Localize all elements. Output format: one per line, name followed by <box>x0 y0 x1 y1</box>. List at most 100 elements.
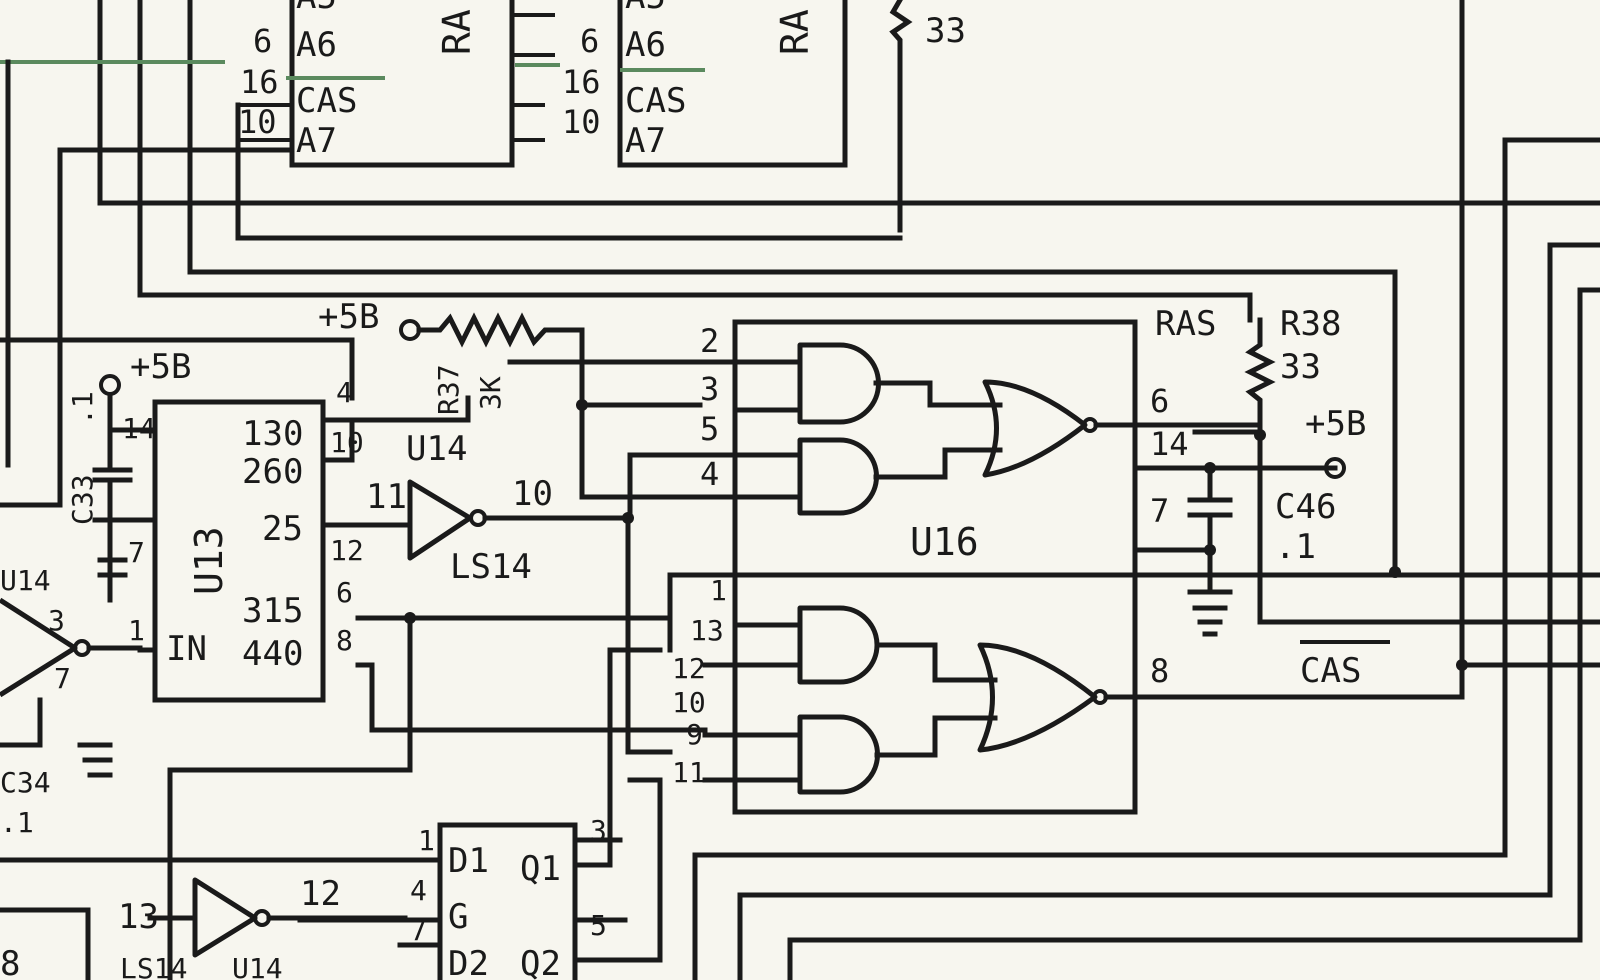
ram-left-num-10: 10 <box>238 103 277 141</box>
u13-pin-12: 12 <box>330 534 364 567</box>
u16-pin-9: 9 <box>686 718 703 751</box>
top-resistor-value: 33 <box>925 11 966 51</box>
u16-pin-1: 1 <box>710 574 727 607</box>
c46-supply-label: +5B <box>1305 404 1366 444</box>
u13-supply-terminal <box>99 374 121 396</box>
latch-pin-3: 3 <box>590 814 607 847</box>
u14-bottom-name: U14 <box>232 952 283 980</box>
u14-top-pin-in: 11 <box>366 477 407 517</box>
bottom-left-fragment: 8 <box>0 907 91 980</box>
latch-q1: Q1 <box>520 849 561 889</box>
u13-chip: U13 130 260 25 315 440 IN 14 7 1 4 10 12… <box>99 347 471 703</box>
latch-pin-5: 5 <box>590 909 607 942</box>
u13-pin-6: 6 <box>336 576 353 609</box>
cas-net-label: CAS <box>1300 651 1361 691</box>
u13-pin-4: 4 <box>336 376 353 409</box>
u14-left-name: U14 <box>0 564 51 597</box>
ram-chip-right: 6 16 10 A5 A6 CAS A7 RA <box>515 0 848 168</box>
u14-left-pin-3: 3 <box>48 604 65 637</box>
c46-name: C46 <box>1275 487 1336 527</box>
u16-pin-14: 14 <box>1150 425 1189 463</box>
r37-resistor: +5B R37 3K <box>318 297 743 500</box>
u16-pin-13: 13 <box>690 614 724 647</box>
ram-right-pin-cas: CAS <box>625 81 686 121</box>
bottom-left-num-8: 8 <box>0 944 20 980</box>
ram-left-pin-cas: CAS <box>296 81 357 121</box>
u16-name: U16 <box>910 520 979 564</box>
u13-pin-8: 8 <box>336 624 353 657</box>
ram-right-pin-a7: A7 <box>625 121 666 161</box>
u13-input-label: IN <box>166 629 207 669</box>
u16-pin-8: 8 <box>1150 652 1169 690</box>
r38-resistor: RAS R38 33 <box>1132 304 1600 625</box>
ram-right-num-16: 16 <box>562 63 601 101</box>
c34-name: C34 <box>0 766 51 799</box>
u16-signal-wiring <box>167 399 1600 980</box>
ram-right-chip-label: RA <box>773 9 817 55</box>
latch-chip: D1 Q1 G D2 Q2 1 4 7 3 5 <box>0 814 653 980</box>
u14-top-type: LS14 <box>450 547 532 587</box>
u13-out-260: 260 <box>242 452 303 492</box>
ram-right-num-6: 6 <box>580 22 599 60</box>
ram-left-num-16: 16 <box>240 63 279 101</box>
u16-pin-2: 2 <box>700 322 719 360</box>
latch-d2: D2 <box>448 944 489 980</box>
u16-pin-4: 4 <box>700 455 719 493</box>
ram-right-num-10: 10 <box>562 103 601 141</box>
c46-value: .1 <box>1275 527 1316 567</box>
u16-chip: U16 2 3 5 4 6 14 7 8 1 13 12 10 9 11 <box>627 319 1189 815</box>
c33-capacitor: C33 .1 <box>66 391 158 603</box>
u13-name: U13 <box>187 526 231 595</box>
u14-bottom-type: LS14 <box>120 952 187 980</box>
r38-value: 33 <box>1280 347 1321 387</box>
c46-capacitor: +5B C46 .1 <box>1132 404 1366 637</box>
u14-top-name: U14 <box>406 429 467 469</box>
u13-out-315: 315 <box>242 591 303 631</box>
u14-top-buffer: U14 11 10 LS14 <box>366 429 634 587</box>
ras-net-label: RAS <box>1155 304 1216 344</box>
c33-value: .1 <box>66 391 99 425</box>
latch-pin-7: 7 <box>410 914 427 947</box>
u14-bottom-pin-out: 12 <box>300 874 341 914</box>
u13-pin-1: 1 <box>128 614 145 647</box>
u14-left-pin-7: 7 <box>54 662 71 695</box>
u16-pin-3: 3 <box>700 370 719 408</box>
u13-out-25: 25 <box>262 509 303 549</box>
latch-pin-4: 4 <box>410 874 427 907</box>
r38-name: R38 <box>1280 304 1341 344</box>
r37-supply-label: +5B <box>318 297 379 337</box>
c46-supply-terminal <box>1324 457 1346 479</box>
u16-pin-12: 12 <box>672 652 706 685</box>
u13-supply-label: +5B <box>130 347 191 387</box>
u16-pin-7: 7 <box>1150 492 1169 530</box>
ram-left-pin-a7: A7 <box>296 121 337 161</box>
latch-pin-1: 1 <box>418 824 435 857</box>
c33-name: C33 <box>66 474 99 525</box>
ram-right-pin-a6: A6 <box>625 25 666 65</box>
latch-d1: D1 <box>448 841 489 881</box>
u14-bottom-pin-in: 13 <box>118 897 159 937</box>
u14-top-pin-out: 10 <box>512 474 553 514</box>
ram-chip-left: 6 16 10 A5 A6 CAS A7 RA <box>238 0 555 168</box>
u16-pin-6: 6 <box>1150 382 1169 420</box>
u13-pin-10: 10 <box>330 426 364 459</box>
r37-supply-terminal <box>399 319 421 341</box>
u13-pin-7: 7 <box>128 536 145 569</box>
r37-value: 3K <box>474 376 507 410</box>
top-resistor: 33 <box>889 0 966 233</box>
ram-left-chip-label: RA <box>435 9 479 55</box>
u14-left-gate: U14 3 7 C34 .1 <box>0 564 143 839</box>
u16-pin-5: 5 <box>700 410 719 448</box>
c34-value: .1 <box>0 806 34 839</box>
ram-left-pin-a6: A6 <box>296 25 337 65</box>
u14-bottom-buffer: 13 12 U14 LS14 <box>118 874 408 980</box>
u13-out-440: 440 <box>242 634 303 674</box>
ram-left-num-6: 6 <box>253 22 272 60</box>
latch-q2: Q2 <box>520 944 561 980</box>
latch-g: G <box>448 897 468 937</box>
ram-left-pin-a5: A5 <box>296 0 337 17</box>
cas-output: CAS <box>1132 640 1600 700</box>
